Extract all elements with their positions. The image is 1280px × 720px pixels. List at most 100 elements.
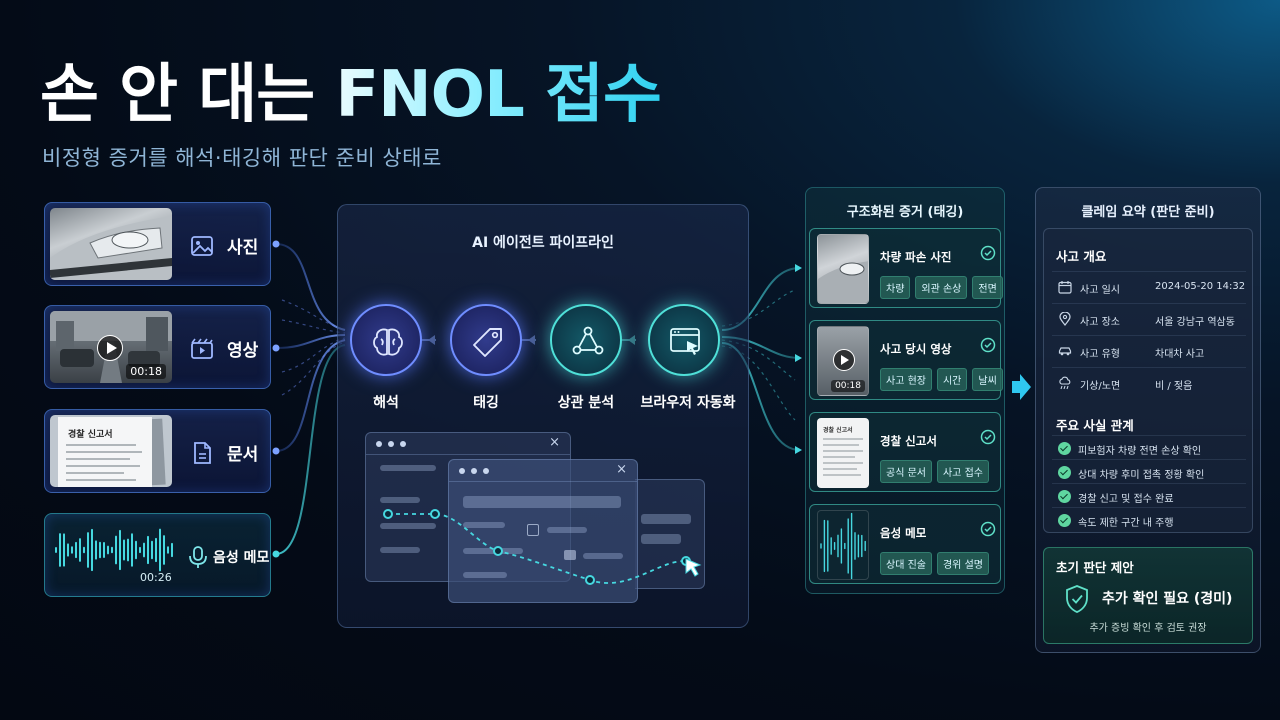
- evidence-title-audio: 음성 메모: [880, 526, 927, 540]
- stage-tagging[interactable]: [450, 304, 522, 376]
- facts-heading: 주요 사실 관계: [1056, 418, 1134, 433]
- tag: 시간: [936, 368, 968, 391]
- overview-row-weather: 기상/노면 비 / 젖음: [1052, 367, 1246, 397]
- suggest-heading: 초기 판단 제안: [1056, 560, 1134, 575]
- fact-row: 상대 차량 후미 접촉 정황 확인: [1052, 459, 1246, 483]
- tag: 상대 진술: [880, 552, 932, 575]
- overview-row-datetime: 사고 일시 2024-05-20 14:32: [1052, 271, 1246, 301]
- evidence-photo-thumbnail: [817, 234, 869, 304]
- pipeline-panel: AI 에이전트 파이프라인 해석 태깅 상관 분석: [337, 204, 749, 628]
- fact-text: 경찰 신고 및 접수 완료: [1078, 494, 1174, 505]
- tag-icon: [473, 328, 502, 357]
- overview-value: 비 / 젖음: [1155, 381, 1193, 392]
- evidence-card-photo[interactable]: 차량 파손 사진 차량 외관 손상 전면: [809, 228, 1003, 308]
- tag: 전면: [972, 276, 1003, 299]
- document-lines: [66, 444, 142, 481]
- document-heading: 경찰 신고서: [68, 430, 113, 440]
- tag: 외관 손상: [915, 276, 968, 299]
- microphone-icon: [189, 546, 207, 568]
- check-circle-icon: [980, 521, 996, 537]
- cursor-icon: [685, 558, 702, 577]
- evidence-video-duration: 00:18: [831, 380, 865, 392]
- input-card-document[interactable]: 경찰 신고서 문서: [44, 409, 271, 493]
- car-icon: [1058, 347, 1072, 356]
- input-label-video: 영상: [227, 341, 259, 361]
- evidence-card-document[interactable]: 경찰 신고서 경찰 신고서 공식 문서 사고 접수: [809, 412, 1001, 492]
- photo-thumbnail: [50, 208, 172, 280]
- stage-label-browser-automation: 브라우저 자동화: [640, 395, 736, 411]
- overview-label: 사고 장소: [1080, 317, 1120, 328]
- video-thumbnail: 00:18: [50, 311, 172, 383]
- fact-text: 상대 차량 후미 접촉 정황 확인: [1078, 470, 1205, 481]
- stage-label-interpret: 해석: [373, 395, 399, 411]
- check-icon: [1058, 490, 1071, 503]
- video-duration: 00:18: [126, 364, 166, 379]
- initial-judgment-box: 초기 판단 제안 추가 확인 필요 (경미) 추가 증빙 확인 후 검토 권장: [1043, 547, 1253, 644]
- tag: 경위 설명: [936, 552, 989, 575]
- check-circle-icon: [980, 337, 996, 353]
- title-part-2: FNOL 접수: [335, 58, 662, 132]
- evidence-audio-thumbnail: [817, 510, 869, 580]
- automation-path: [383, 509, 702, 585]
- evidence-title-document: 경찰 신고서: [880, 434, 937, 448]
- input-card-audio[interactable]: 00:26 음성 메모: [44, 513, 271, 597]
- evidence-tags-photo: 차량 외관 손상 전면: [880, 276, 1003, 299]
- calendar-icon: [1058, 281, 1072, 294]
- overview-heading: 사고 개요: [1056, 249, 1107, 264]
- video-play-icon: [833, 349, 855, 371]
- document-thumbnail: 경찰 신고서: [50, 415, 172, 487]
- evidence-panel-title: 구조화된 증거 (태깅): [846, 205, 964, 220]
- claim-summary-panel: 클레임 요약 (판단 준비) 사고 개요 사고 일시 2024-05-20 14…: [1035, 187, 1261, 653]
- input-card-photo[interactable]: 사진: [44, 202, 271, 286]
- connector-photo: [275, 243, 346, 331]
- stage-interpret[interactable]: [350, 304, 422, 376]
- evidence-tags-document: 공식 문서 사고 접수: [880, 460, 989, 483]
- evidence-card-video[interactable]: 00:18 사고 당시 영상 사고 현장 시간 날씨: [809, 320, 1003, 400]
- input-card-video[interactable]: 00:18 영상: [44, 305, 271, 389]
- overview-label: 사고 일시: [1080, 285, 1120, 296]
- connector-video: [275, 334, 346, 349]
- tag: 사고 현장: [880, 368, 932, 391]
- image-icon: [191, 236, 213, 256]
- check-icon: [1058, 466, 1071, 479]
- video-play-icon[interactable]: [97, 335, 123, 361]
- evidence-video-thumbnail: 00:18: [817, 326, 869, 396]
- audio-duration: 00:26: [140, 571, 172, 584]
- audio-waveform-icon: [820, 512, 866, 579]
- tag: 공식 문서: [880, 460, 932, 483]
- overview-value: 차대차 사고: [1155, 349, 1205, 360]
- stage-correlation[interactable]: [550, 304, 622, 376]
- tag: 날씨: [972, 368, 1003, 391]
- evidence-document-thumbnail: 경찰 신고서: [817, 418, 869, 488]
- page-title: 손 안 대는 FNOL 접수: [40, 50, 662, 140]
- overview-value: 2024-05-20 14:32: [1155, 281, 1246, 292]
- evidence-document-heading: 경찰 신고서: [823, 427, 853, 434]
- evidence-title-photo: 차량 파손 사진: [880, 250, 952, 264]
- connector-audio: [275, 344, 346, 555]
- suggest-sub-text: 추가 증빙 확인 후 검토 권장: [1089, 623, 1207, 634]
- network-icon: [572, 326, 604, 355]
- location-pin-icon: [1059, 312, 1071, 326]
- weather-icon: [1059, 376, 1071, 390]
- summary-panel-title: 클레임 요약 (판단 준비): [1081, 205, 1215, 220]
- overview-label: 기상/노면: [1080, 381, 1121, 392]
- overview-value: 서울 강남구 역삼동: [1155, 317, 1235, 328]
- evidence-card-audio[interactable]: 음성 메모 상대 진술 경위 설명: [809, 504, 1001, 584]
- stage-label-tagging: 태깅: [473, 395, 499, 411]
- connector-doc: [275, 339, 346, 452]
- check-circle-icon: [980, 429, 996, 445]
- claim-overview-box: 사고 개요 사고 일시 2024-05-20 14:32 사고 장소 서울 강남…: [1043, 228, 1253, 533]
- shield-check-icon: [1066, 585, 1088, 613]
- arrow-right-icon: [1012, 374, 1031, 400]
- stage-browser-automation[interactable]: [648, 304, 720, 376]
- suggest-main-text: 추가 확인 필요 (경미): [1102, 591, 1233, 607]
- input-label-audio: 음성 메모: [213, 550, 270, 566]
- check-icon: [1058, 442, 1071, 455]
- tag: 사고 접수: [936, 460, 989, 483]
- evidence-tags-audio: 상대 진술 경위 설명: [880, 552, 989, 575]
- document-icon: [194, 442, 211, 464]
- input-label-document: 문서: [227, 445, 259, 465]
- video-icon: [191, 338, 213, 359]
- overview-label: 사고 유형: [1080, 349, 1120, 360]
- pipeline-title: AI 에이전트 파이프라인: [472, 235, 614, 251]
